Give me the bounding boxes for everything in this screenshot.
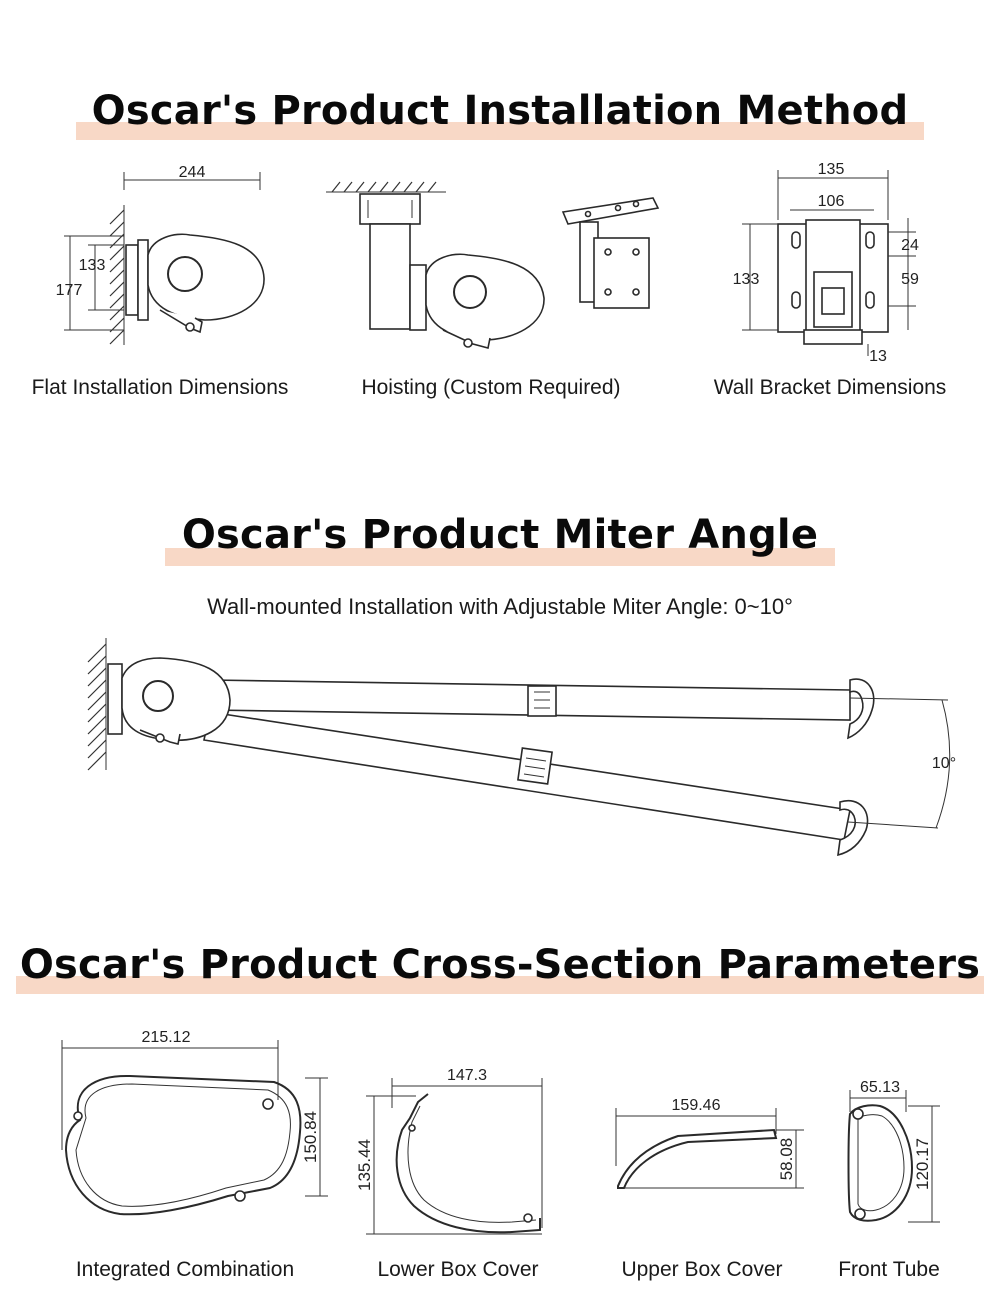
installation-title-block: Oscar's Product Installation Method <box>0 88 1000 140</box>
integrated-height-label: 150.84 <box>301 1111 320 1163</box>
bracket-top-gap-label: 24 <box>901 237 919 254</box>
front-width-label: 65.13 <box>860 1079 900 1096</box>
miter-subtitle: Wall-mounted Installation with Adjustabl… <box>207 594 793 619</box>
lower-box-caption: Lower Box Cover <box>377 1258 539 1281</box>
bracket-height-label: 133 <box>733 271 760 288</box>
front-tube-diagram: 65.13 120.17 <box>847 1079 940 1223</box>
cross-section-title: Oscar's Product Cross-Section Parameters <box>19 942 981 988</box>
cross-section-title-block: Oscar's Product Cross-Section Parameters <box>0 942 1000 994</box>
integrated-combination-diagram: 215.12 150.84 <box>61 1029 328 1216</box>
flat-installation-diagram: 244 133 177 <box>56 164 265 345</box>
flat-outer-height-label: 177 <box>56 282 83 299</box>
lower-width-label: 147.3 <box>447 1067 487 1084</box>
bracket-mid-gap-label: 59 <box>901 271 919 288</box>
upper-height-label: 58.08 <box>777 1138 796 1181</box>
title-highlight <box>76 122 924 140</box>
upper-box-cover-diagram: 159.46 58.08 <box>615 1097 804 1189</box>
upper-width-label: 159.46 <box>672 1097 721 1114</box>
title-highlight <box>16 976 984 994</box>
flat-width-label: 244 <box>179 164 206 181</box>
front-height-label: 120.17 <box>913 1138 932 1190</box>
wall-bracket-diagram: 135 106 133 24 59 13 <box>733 161 919 365</box>
title-highlight <box>165 548 835 566</box>
integrated-width-label: 215.12 <box>142 1029 191 1046</box>
upper-box-caption: Upper Box Cover <box>621 1258 783 1281</box>
hoisting-caption: Hoisting (Custom Required) <box>361 376 621 399</box>
miter-angle-label: 10° <box>932 755 956 772</box>
hoisting-diagram <box>326 181 660 349</box>
wall-bracket-caption: Wall Bracket Dimensions <box>713 376 947 399</box>
bracket-inner-width-label: 106 <box>818 193 845 210</box>
lower-box-cover-diagram: 147.3 135.44 <box>355 1067 543 1235</box>
flat-installation-caption: Flat Installation Dimensions <box>31 376 289 399</box>
bracket-bottom-label: 13 <box>869 348 887 365</box>
lower-height-label: 135.44 <box>355 1139 374 1191</box>
flat-inner-height-label: 133 <box>79 257 106 274</box>
front-tube-caption: Front Tube <box>838 1258 940 1281</box>
integrated-caption: Integrated Combination <box>75 1258 295 1281</box>
miter-title-block: Oscar's Product Miter Angle <box>0 512 1000 566</box>
miter-angle-diagram: 10° <box>87 638 956 857</box>
installation-title: Oscar's Product Installation Method <box>91 88 909 134</box>
bracket-outer-width-label: 135 <box>818 161 845 178</box>
miter-title: Oscar's Product Miter Angle <box>181 512 819 558</box>
